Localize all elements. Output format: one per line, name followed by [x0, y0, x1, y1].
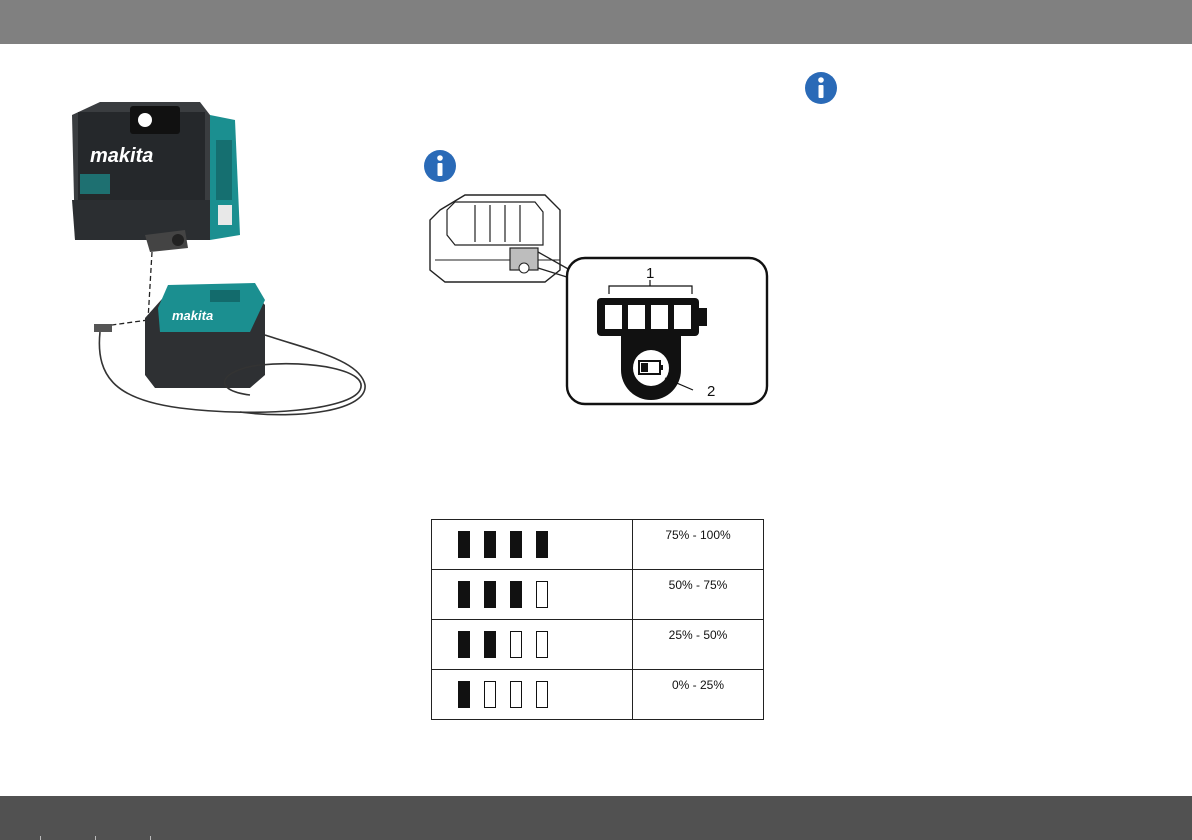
lamp-lit: [510, 581, 522, 608]
header-bar: [0, 0, 1192, 44]
info-icon: [803, 70, 839, 106]
lamp-lit: [536, 531, 548, 558]
lamp-lit: [458, 681, 470, 708]
indicator-lamps: [432, 520, 633, 570]
battery-level-row: 0% - 25%: [432, 670, 764, 720]
lamp-lit: [484, 631, 496, 658]
lamp-lit: [458, 531, 470, 558]
indicator-lamps: [432, 620, 633, 670]
lamp-lit: [484, 581, 496, 608]
lamp-off: [536, 581, 548, 608]
callout-1-label: 1: [646, 265, 654, 282]
battery-level-row: 50% - 75%: [432, 570, 764, 620]
battery-level-row: 25% - 50%: [432, 620, 764, 670]
svg-text:makita: makita: [90, 145, 153, 167]
lamp-lit: [458, 581, 470, 608]
laser-tool-adapter-illustration: makita makita: [60, 90, 380, 430]
remaining-capacity: 25% - 50%: [633, 620, 764, 670]
lamp-off: [536, 681, 548, 708]
lamp-off: [510, 631, 522, 658]
footer-bar: [0, 796, 1192, 840]
lamp-off: [536, 631, 548, 658]
footer-ticks: [0, 836, 1192, 840]
lamp-lit: [458, 631, 470, 658]
lamp-lit: [510, 531, 522, 558]
lamp-off: [484, 681, 496, 708]
remaining-capacity: 50% - 75%: [633, 570, 764, 620]
battery-indicator-illustration: 1 2: [425, 190, 775, 410]
battery-level-table: 75% - 100%50% - 75%25% - 50%0% - 25%: [431, 519, 764, 720]
callout-2-label: 2: [707, 383, 715, 400]
svg-text:makita: makita: [172, 308, 213, 323]
remaining-capacity: 75% - 100%: [633, 520, 764, 570]
indicator-lamps: [432, 570, 633, 620]
battery-level-row: 75% - 100%: [432, 520, 764, 570]
lamp-off: [510, 681, 522, 708]
lamp-lit: [484, 531, 496, 558]
info-icon: [422, 148, 458, 184]
indicator-lamps: [432, 670, 633, 720]
remaining-capacity: 0% - 25%: [633, 670, 764, 720]
